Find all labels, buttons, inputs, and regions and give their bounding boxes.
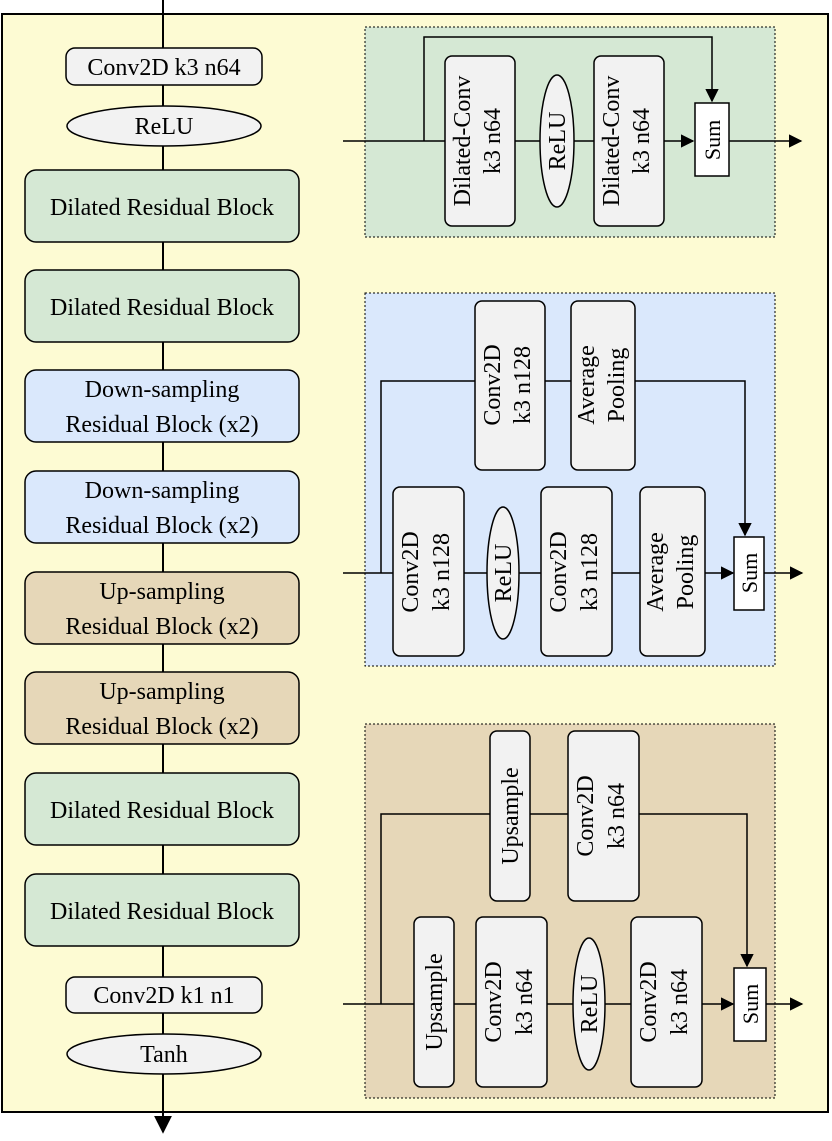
- down-pool-line1: Average: [643, 532, 669, 612]
- down-skip-conv-line1: Conv2D: [480, 344, 506, 425]
- up-skip-upsample-label: Upsample: [498, 767, 524, 864]
- down-sum-node: Sum: [733, 536, 765, 611]
- down-conv-a-line2: k3 n128: [429, 533, 455, 611]
- dilated-residual-block-4: Dilated Residual Block: [24, 873, 300, 947]
- dilated-residual-block-2: Dilated Residual Block: [24, 269, 300, 343]
- conv-in-block: Conv2D k3 n64: [65, 47, 263, 86]
- up-sum-node: Sum: [733, 967, 767, 1042]
- up-conv-b-line1: Conv2D: [636, 961, 662, 1042]
- tanh-label: Tanh: [140, 1042, 188, 1068]
- dilated-residual-block-2-label: Dilated Residual Block: [50, 295, 274, 321]
- dilated-conv-b-block: Dilated-Conv k3 n64: [593, 55, 665, 227]
- up-sampling-block-2: Up-sampling Residual Block (x2): [24, 671, 300, 745]
- down-sampling-block-2-line1: Down-sampling: [85, 478, 240, 504]
- down-sum-label: Sum: [737, 553, 762, 593]
- dilated-sum-node: Sum: [694, 102, 730, 177]
- down-sampling-block-1: Down-sampling Residual Block (x2): [24, 369, 300, 443]
- up-sampling-detail-panel: Upsample Conv2D k3 n64 Upsample Conv2D k…: [343, 723, 804, 1099]
- up-sampling-block-1: Up-sampling Residual Block (x2): [24, 571, 300, 645]
- conv-out-block: Conv2D k1 n1: [65, 976, 263, 1014]
- down-sampling-block-2: Down-sampling Residual Block (x2): [24, 470, 300, 544]
- dilated-conv-a-block: Dilated-Conv k3 n64: [444, 55, 516, 227]
- down-skip-pool-block: Average Pooling: [570, 300, 636, 471]
- dilated-residual-detail-panel: Dilated-Conv k3 n64 ReLU Dilated-Conv k3…: [343, 26, 803, 238]
- conv-in-label: Conv2D k3 n64: [87, 55, 240, 81]
- relu-main-node: ReLU: [66, 105, 262, 147]
- up-skip-upsample-block: Upsample: [489, 730, 531, 902]
- up-conv-b-line2: k3 n64: [667, 969, 693, 1035]
- down-sampling-block-1-line2: Residual Block (x2): [65, 412, 258, 438]
- down-skip-conv-line2: k3 n128: [510, 346, 536, 424]
- down-conv-a-line1: Conv2D: [398, 531, 424, 612]
- up-upsample-block: Upsample: [413, 916, 455, 1088]
- up-sampling-block-2-line2: Residual Block (x2): [65, 714, 258, 740]
- up-conv-a-line1: Conv2D: [481, 961, 507, 1042]
- down-sampling-detail-panel: Conv2D k3 n128 Average Pooling Conv2D k3…: [343, 292, 804, 667]
- conv-out-label: Conv2D k1 n1: [93, 983, 234, 1009]
- down-relu-label: ReLU: [491, 544, 517, 603]
- down-sampling-block-2-line2: Residual Block (x2): [65, 513, 258, 539]
- dilated-residual-block-1: Dilated Residual Block: [24, 169, 300, 243]
- dilated-residual-block-4-label: Dilated Residual Block: [50, 899, 274, 925]
- dilated-conv-a-line2: k3 n64: [480, 108, 506, 174]
- dilated-relu-node: ReLU: [539, 74, 575, 208]
- dilated-residual-block-3-label: Dilated Residual Block: [50, 798, 274, 824]
- up-conv-a-line2: k3 n64: [512, 969, 538, 1035]
- dilated-residual-block-1-label: Dilated Residual Block: [50, 195, 274, 221]
- dilated-relu-label: ReLU: [545, 112, 571, 171]
- up-upsample-label: Upsample: [422, 953, 448, 1050]
- down-skip-conv-block: Conv2D k3 n128: [474, 300, 546, 471]
- up-sampling-block-2-line1: Up-sampling: [99, 679, 224, 705]
- dilated-conv-a-line1: Dilated-Conv: [450, 76, 476, 207]
- up-sum-label: Sum: [738, 984, 763, 1024]
- up-conv-b-block: Conv2D k3 n64: [630, 916, 703, 1088]
- down-conv-b-line1: Conv2D: [546, 531, 572, 612]
- up-skip-conv-block: Conv2D k3 n64: [567, 730, 640, 902]
- down-conv-b-block: Conv2D k3 n128: [540, 486, 613, 657]
- down-conv-a-block: Conv2D k3 n128: [392, 486, 465, 657]
- down-skip-pool-line2: Pooling: [604, 348, 630, 423]
- down-pool-line2: Pooling: [673, 535, 699, 610]
- dilated-residual-block-3: Dilated Residual Block: [24, 772, 300, 846]
- dilated-conv-b-line2: k3 n64: [629, 108, 655, 174]
- down-sampling-block-1-line1: Down-sampling: [85, 377, 240, 403]
- down-pool-block: Average Pooling: [639, 486, 706, 657]
- down-relu-node: ReLU: [486, 506, 520, 640]
- dilated-conv-b-line1: Dilated-Conv: [599, 76, 625, 207]
- down-conv-b-line2: k3 n128: [577, 533, 603, 611]
- main-chain: Conv2D k3 n64 ReLU Dilated Residual Bloc…: [24, 47, 300, 1075]
- up-skip-conv-line1: Conv2D: [573, 775, 599, 856]
- tanh-node: Tanh: [66, 1033, 262, 1075]
- up-skip-conv-line2: k3 n64: [604, 783, 630, 849]
- up-sampling-block-1-line2: Residual Block (x2): [65, 614, 258, 640]
- relu-main-label: ReLU: [135, 114, 194, 140]
- up-relu-label: ReLU: [577, 975, 603, 1034]
- up-conv-a-block: Conv2D k3 n64: [475, 916, 548, 1088]
- up-sampling-block-1-line1: Up-sampling: [99, 579, 224, 605]
- up-relu-node: ReLU: [572, 937, 606, 1071]
- down-skip-pool-line1: Average: [574, 345, 600, 425]
- dilated-sum-label: Sum: [700, 120, 725, 160]
